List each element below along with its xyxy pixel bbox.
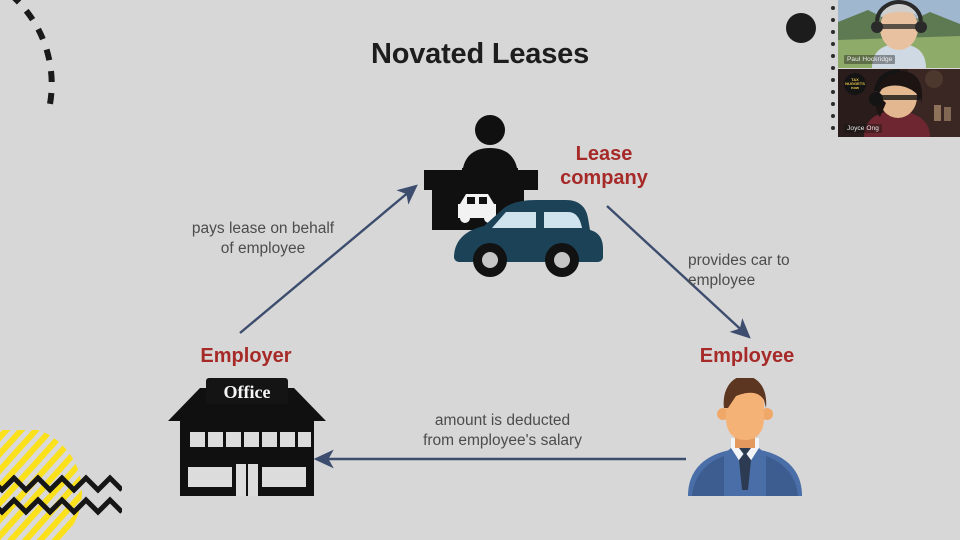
slide-title: Novated Leases bbox=[370, 38, 590, 70]
office-sign-text: Office bbox=[224, 382, 271, 402]
yellow-striped-circle-icon bbox=[0, 430, 82, 540]
video-tile-participant-0[interactable]: Paul Hockridge bbox=[838, 0, 960, 68]
dashed-arc-icon bbox=[12, 0, 55, 105]
desk-agent-and-car-icon bbox=[424, 115, 603, 277]
arrow-lease-to-employee bbox=[606, 205, 751, 339]
video-tile-participant-1[interactable]: TAX NUGGETS now Joyce Ong bbox=[838, 69, 960, 137]
vertical-dotted-line-icon bbox=[831, 6, 835, 130]
video-participant-panel[interactable]: Paul Hockridge TAX NUGGETS now Joyce Ong bbox=[838, 0, 960, 137]
edge-label-employer-to-lease: pays lease on behalf of employee bbox=[191, 220, 335, 258]
tax-nuggets-badge: TAX NUGGETS now bbox=[844, 73, 866, 95]
node-label-employer: Employer bbox=[200, 345, 292, 367]
black-circle-icon bbox=[786, 13, 816, 43]
node-label-employee: Employee bbox=[699, 345, 795, 367]
black-zigzag-lines-icon bbox=[0, 474, 122, 516]
participant-name-0: Paul Hockridge bbox=[844, 55, 896, 64]
participant-name-1: Joyce Ong bbox=[844, 124, 882, 133]
edge-label-lease-to-employee: provides car to employee bbox=[688, 252, 790, 290]
businessman-avatar-icon bbox=[688, 378, 802, 496]
office-building-icon: Office bbox=[168, 378, 326, 496]
node-label-lease-company: Lease company bbox=[560, 143, 648, 189]
video-thumbnail-1 bbox=[838, 69, 960, 137]
arrow-employer-to-lease bbox=[239, 184, 418, 334]
video-thumbnail-0 bbox=[838, 0, 960, 68]
edge-label-employee-to-employer: amount is deducted from employee's salar… bbox=[423, 412, 582, 450]
